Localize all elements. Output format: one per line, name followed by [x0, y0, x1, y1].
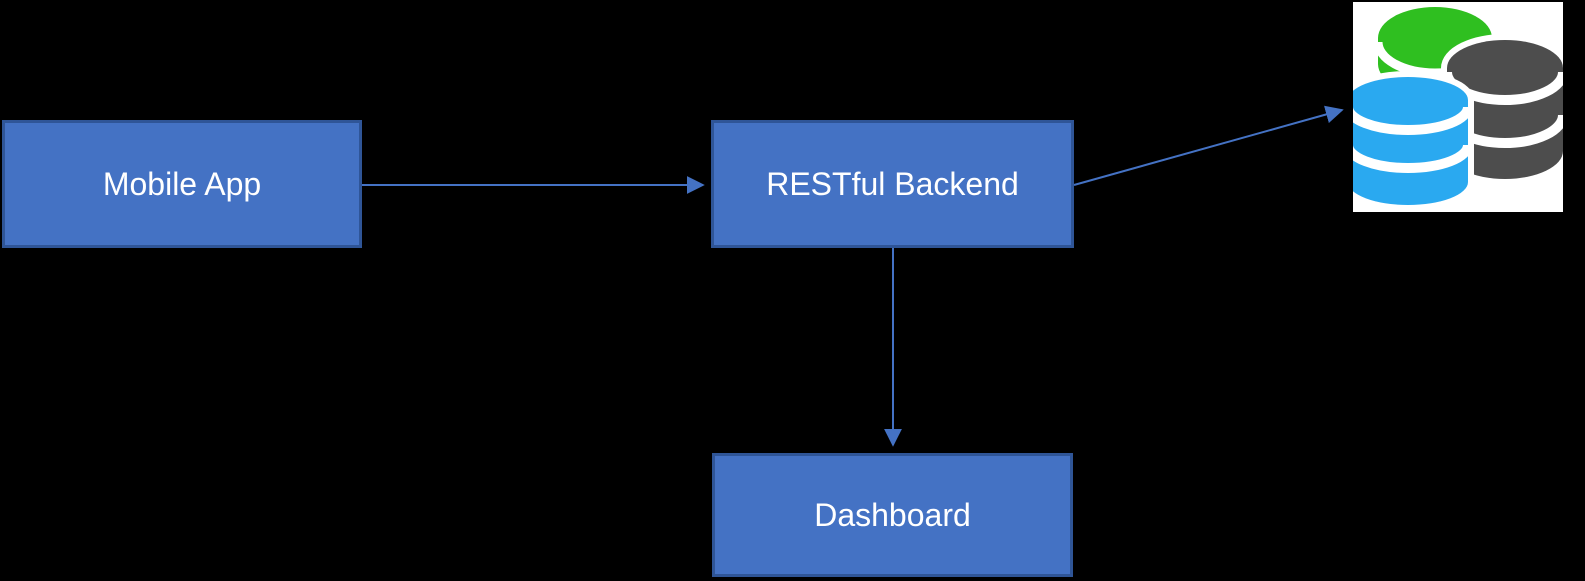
- node-dashboard: Dashboard: [712, 453, 1073, 577]
- edge-restful-backend-to-database: [1073, 105, 1344, 186]
- node-mobile-app-label: Mobile App: [102, 165, 262, 202]
- node-mobile-app: Mobile App: [2, 120, 362, 248]
- node-restful-backend-label: RESTful Backend: [766, 165, 1019, 202]
- db-cylinder-blue: [1353, 71, 1474, 211]
- node-dashboard-label: Dashboard: [814, 496, 971, 533]
- database-icon: [1353, 2, 1563, 212]
- node-restful-backend: RESTful Backend: [711, 120, 1074, 248]
